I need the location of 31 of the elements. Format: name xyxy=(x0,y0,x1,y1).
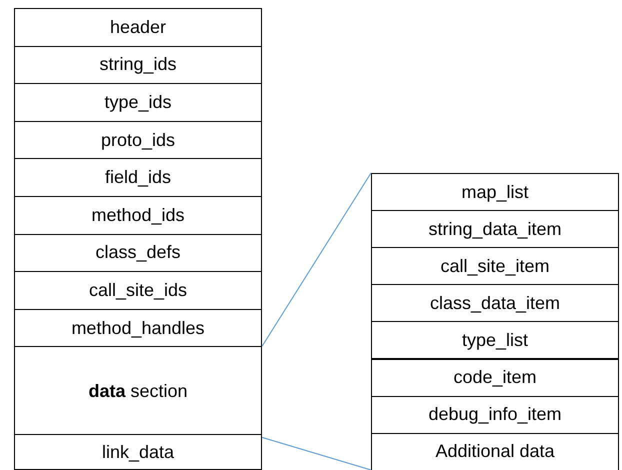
table-row xyxy=(14,83,262,122)
row-label: data section xyxy=(88,381,188,402)
row-label: method_handles xyxy=(71,318,205,339)
row-label: link_data xyxy=(102,442,174,462)
row-label: string_data_item xyxy=(428,218,562,240)
row-label: string_ids xyxy=(99,54,177,76)
row-label: type_ids xyxy=(104,92,172,113)
row-label: Additional data xyxy=(435,441,555,462)
table-row xyxy=(14,434,262,470)
row-label: method_ids xyxy=(91,204,185,226)
row-label: code_item xyxy=(453,367,537,388)
row-label: type_list xyxy=(462,330,528,351)
row-label: call_site_ids xyxy=(88,280,188,301)
table-row xyxy=(14,46,262,84)
zoom-line xyxy=(262,172,372,347)
row-label: field_ids xyxy=(104,167,172,188)
row-label: header xyxy=(110,16,166,38)
row-label: proto_ids xyxy=(100,130,176,151)
table-row xyxy=(14,308,262,348)
table-row xyxy=(14,196,262,235)
row-label: class_defs xyxy=(95,242,181,264)
row-label: debug_info_item xyxy=(428,404,562,426)
zoom-line xyxy=(262,436,372,470)
table-row xyxy=(14,271,262,310)
table-row xyxy=(14,158,262,197)
row-label: call_site_item xyxy=(440,256,550,277)
table-row xyxy=(14,8,262,47)
table-row xyxy=(14,234,262,272)
row-label: class_data_item xyxy=(430,292,560,314)
row-label: map_list xyxy=(461,182,529,203)
table-row xyxy=(14,120,262,160)
